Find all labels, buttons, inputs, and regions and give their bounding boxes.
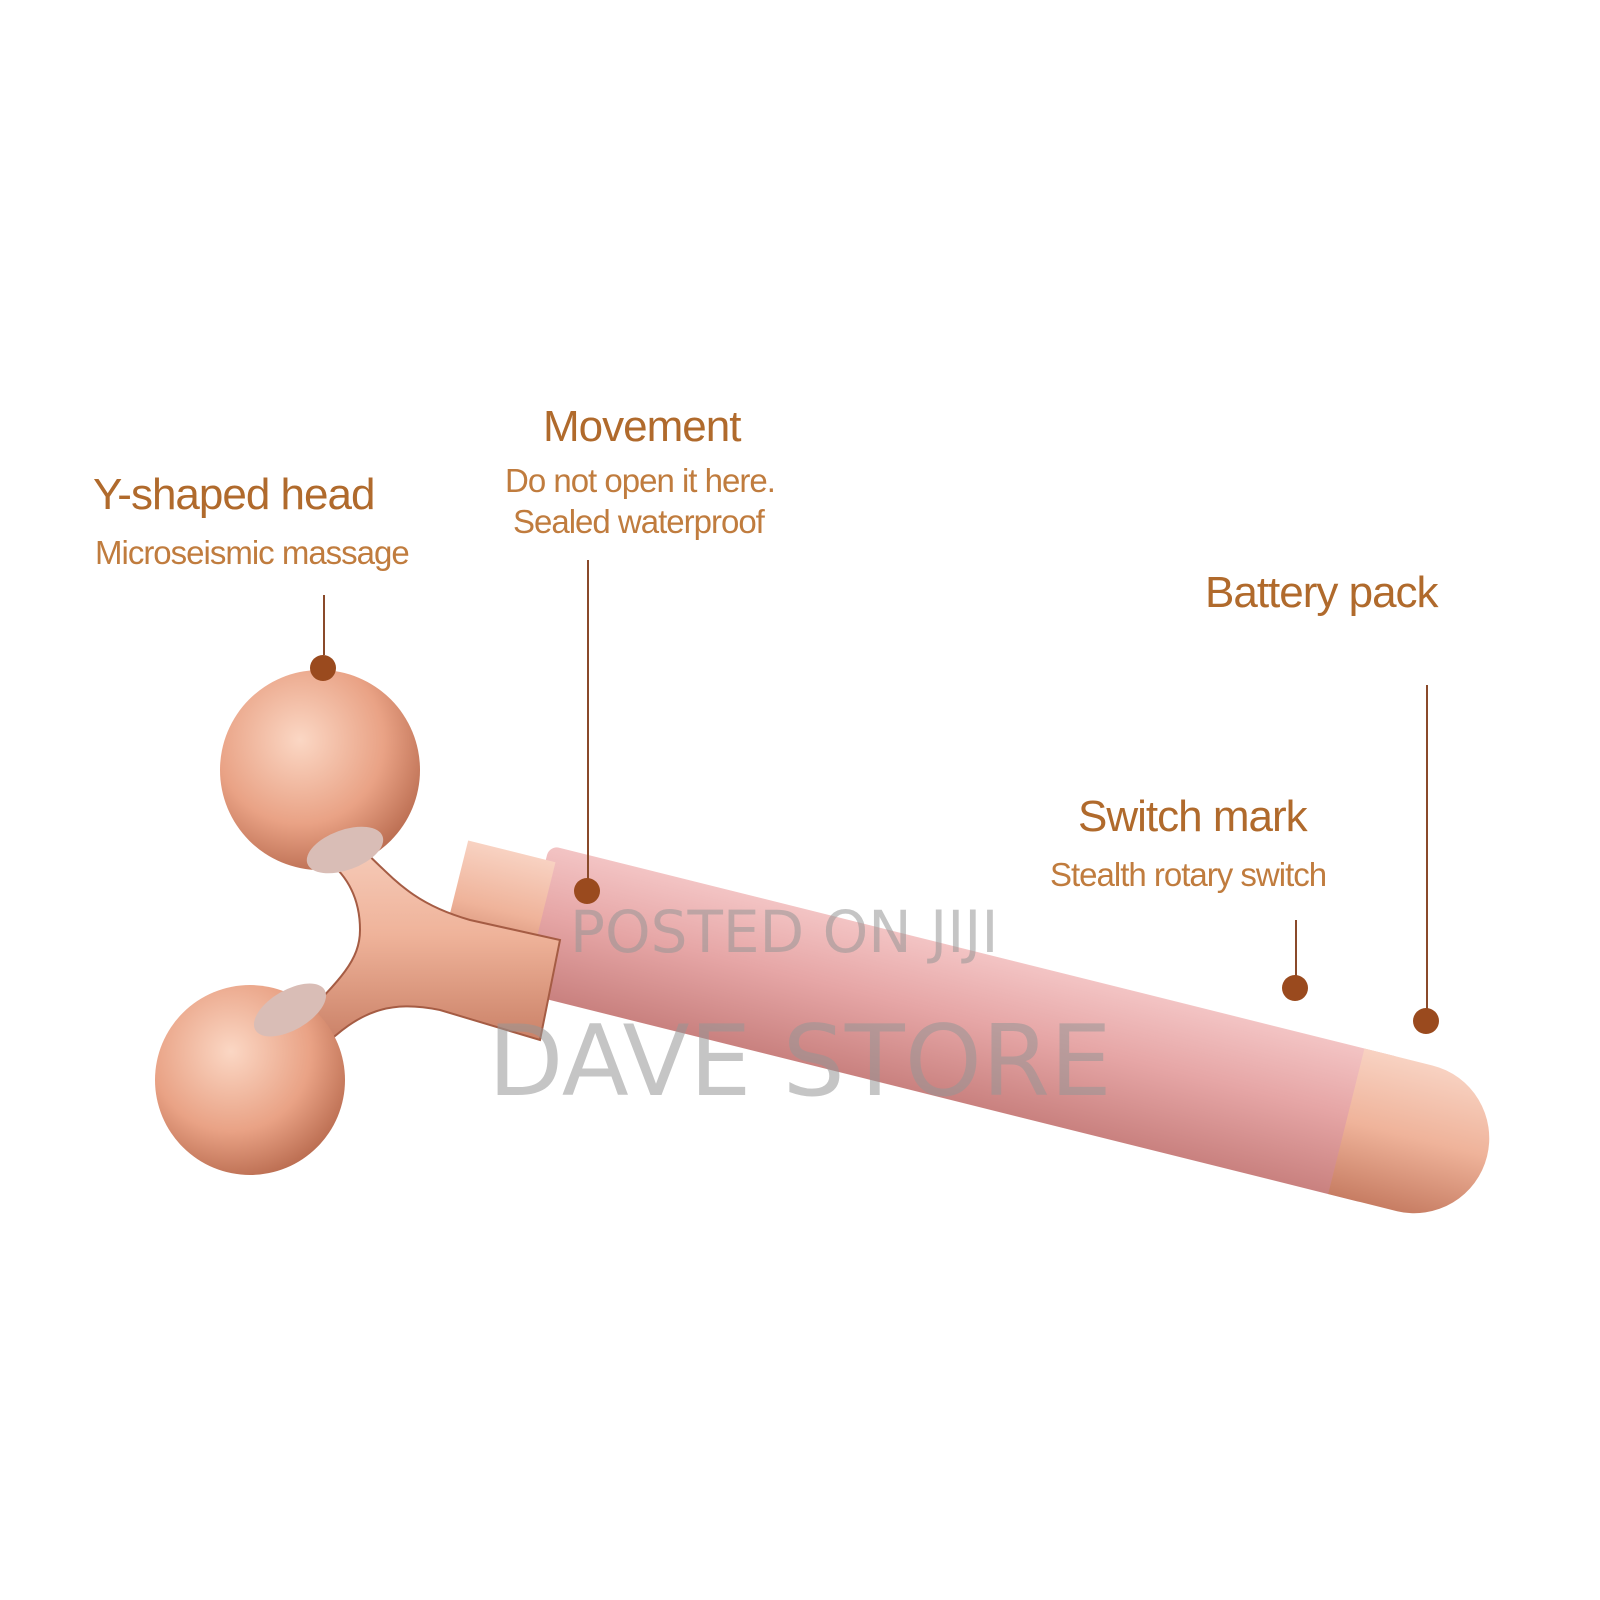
- roller-ball-bottom: [155, 985, 345, 1175]
- leader-line-y-head: [323, 595, 325, 655]
- handle-body: [515, 847, 1402, 1202]
- watermark-posted-on-jiji: POSTED ON JIJI: [570, 898, 999, 966]
- marker-dot-y-head: [310, 655, 336, 681]
- end-cap: [1328, 1048, 1490, 1214]
- roller-ball-top: [220, 670, 420, 870]
- watermark-store-name: DAVE STORE: [488, 1005, 1112, 1119]
- leader-line-battery: [1426, 685, 1428, 1015]
- leader-line-switch: [1295, 920, 1297, 980]
- callout-title-battery: Battery pack: [1205, 568, 1439, 617]
- callout-subtitle-movement-1: Do not open it here.: [505, 462, 776, 499]
- marker-dot-switch: [1282, 975, 1308, 1001]
- callout-title-switch: Switch mark: [1078, 792, 1308, 841]
- marker-dot-movement: [574, 878, 600, 904]
- callout-subtitle-y-head: Microseismic massage: [95, 534, 410, 571]
- callout-subtitle-switch: Stealth rotary switch: [1050, 856, 1327, 893]
- leader-line-movement: [587, 560, 589, 885]
- callout-subtitle-movement-2: Sealed waterproof: [513, 503, 765, 540]
- callout-title-y-head: Y-shaped head: [93, 470, 375, 519]
- callout-title-movement: Movement: [543, 402, 741, 451]
- marker-dot-battery: [1413, 1008, 1439, 1034]
